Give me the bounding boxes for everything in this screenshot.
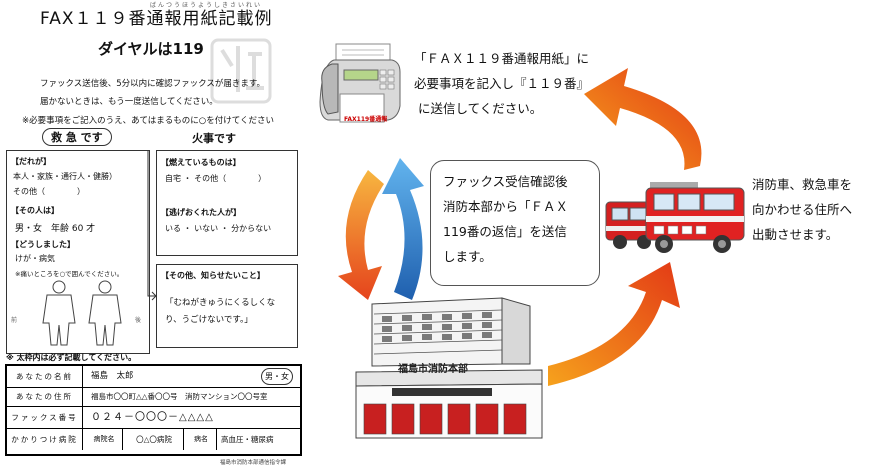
step2-line: 消防本部から「ＦＡＸ xyxy=(443,199,569,214)
step2-line: 119番の返信」を送信 xyxy=(443,224,567,239)
step2-text: ファックス受信確認後 消防本部から「ＦＡＸ 119番の返信」を送信 します。 xyxy=(443,169,568,269)
step3-line: 出動させます。 xyxy=(752,227,839,242)
building-label: 福島市消防本部 xyxy=(398,364,468,375)
step3-line: 向かわせる住所へ xyxy=(752,202,853,217)
sono-hito-options: 男・女 年齢 60 才 xyxy=(15,224,96,234)
hospital-value: 〇△〇病院 xyxy=(125,429,184,450)
arrow-up xyxy=(382,158,424,300)
disease-label: 病名 xyxy=(186,429,217,450)
step2-bubble: ファックス受信確認後 消防本部から「ＦＡＸ 119番の返信」を送信 します。 xyxy=(430,160,600,286)
row-value: 福島市〇〇町△△番〇〇号 消防マンション〇〇号室 xyxy=(91,392,268,401)
row-label: ファックス番号 xyxy=(7,407,83,428)
fax-machine-icon xyxy=(319,43,401,123)
body-diagram xyxy=(42,280,122,346)
form-footer: 福島市消防本部通信指令課 xyxy=(220,460,287,466)
dareka-other: その他（ ） xyxy=(13,187,85,196)
doushita-label: 【どうしました】 xyxy=(11,240,75,249)
fire-station-building-icon xyxy=(355,297,543,439)
dial-number: ダイヤルは119 xyxy=(98,40,204,58)
instruction-line-3: ※必要事項をご記入のうえ、あてはまるものに○を付けてください xyxy=(22,116,274,126)
table-row: あなたの名前 福島 太郎 男・女 xyxy=(7,366,300,388)
itai-note: ※痛いところを○で囲んでください。 xyxy=(15,270,124,278)
dareka-options: 本人・家族・通行人・健勝） xyxy=(13,172,117,181)
fire-truck-icon xyxy=(605,182,745,253)
disease-value: 高血圧・糖尿病 xyxy=(221,435,274,444)
hospital-label: 病院名 xyxy=(86,429,123,450)
other-note: 「むねがきゅうにくるしくなり、うごけないです。」 xyxy=(165,298,276,325)
row-label: かかりつけ病院 xyxy=(7,429,83,450)
back-label: 後 xyxy=(135,317,142,324)
step2-line: ファックス受信確認後 xyxy=(443,174,568,189)
step1-line: に送信してください。 xyxy=(418,101,543,116)
dareka-label: 【だれが】 xyxy=(11,157,51,166)
step3-text: 消防車、救急車を 向かわせる住所へ 出動させます。 xyxy=(752,172,852,247)
nigeokure-label: 【逃げおくれた人が】 xyxy=(161,208,241,217)
emergency-box: 【だれが】 本人・家族・通行人・健勝） その他（ ） 【その人は】 男・女 年齢… xyxy=(6,150,150,354)
table-row: かかりつけ病院 病院名 〇△〇病院 病名 高血圧・糖尿病 xyxy=(7,429,300,450)
fire-box: 【燃えているものは】 自宅 ・ その他（ ） 【逃げおくれた人が】 いる ・ い… xyxy=(156,150,298,256)
moeteiru-options: 自宅 ・ その他（ ） xyxy=(165,174,267,183)
row-value: ０２４－〇〇〇－△△△△ xyxy=(91,412,214,423)
sonota-label: 【その他、知らせたいこと】 xyxy=(161,271,265,280)
table-row: ファックス番号 ０２４－〇〇〇－△△△△ xyxy=(7,407,300,429)
form-title: FAX１１９番通報用紙記載例 xyxy=(40,9,273,29)
table-row: あなたの住所 福島市〇〇町△△番〇〇号 消防マンション〇〇号室 xyxy=(7,388,300,407)
arrow-bottom xyxy=(548,262,680,386)
title-ruby: ばんつうほうようしきさいれい xyxy=(150,2,263,9)
row-label: あなたの住所 xyxy=(7,388,83,406)
row-label: あなたの名前 xyxy=(7,366,83,387)
required-note: ※ 太枠内は必ず記載してください。 xyxy=(6,353,137,362)
step1-line: 「ＦＡＸ１１９番通報用紙」に xyxy=(414,51,590,66)
sono-hito-label: 【その人は】 xyxy=(11,206,59,215)
other-info-box: 【その他、知らせたいこと】 「むねがきゅうにくるしくなり、うごけないです。」 xyxy=(156,264,298,348)
step1-line: 必要事項を記入し『１１９番』 xyxy=(414,76,590,91)
row-value: 福島 太郎 xyxy=(91,371,134,381)
caller-info-table: あなたの名前 福島 太郎 男・女 あなたの住所 福島市〇〇町△△番〇〇号 消防マ… xyxy=(5,364,302,456)
gender-option: 男・女 xyxy=(261,368,293,385)
nigeokure-options: いる ・ いない ・ 分からない xyxy=(165,224,272,233)
step2-line: します。 xyxy=(443,249,492,264)
step3-line: 消防車、救急車を xyxy=(752,177,853,192)
kaji-option: 火事です xyxy=(192,132,236,145)
doushita-options: けが・病気 xyxy=(15,254,55,263)
fax-label: FAX119番通報 xyxy=(344,116,388,123)
instruction-line-1: ファックス送信後、5分以内に確認ファックスが届きます。 xyxy=(40,79,266,89)
instruction-line-2: 届かないときは、もう一度送信してください。 xyxy=(40,97,218,107)
step1-text: 「ＦＡＸ１１９番通報用紙」に 必要事項を記入し『１１９番』 に送信してください。 xyxy=(414,46,589,121)
arrow-top-right xyxy=(584,68,702,170)
moeteiru-label: 【燃えているものは】 xyxy=(161,158,241,167)
kyukyu-option: 救 急 です xyxy=(42,128,112,146)
watermark-rei xyxy=(210,38,272,104)
arrow-down xyxy=(338,170,384,300)
connector-lines xyxy=(147,150,157,301)
front-label: 前 xyxy=(11,317,18,324)
